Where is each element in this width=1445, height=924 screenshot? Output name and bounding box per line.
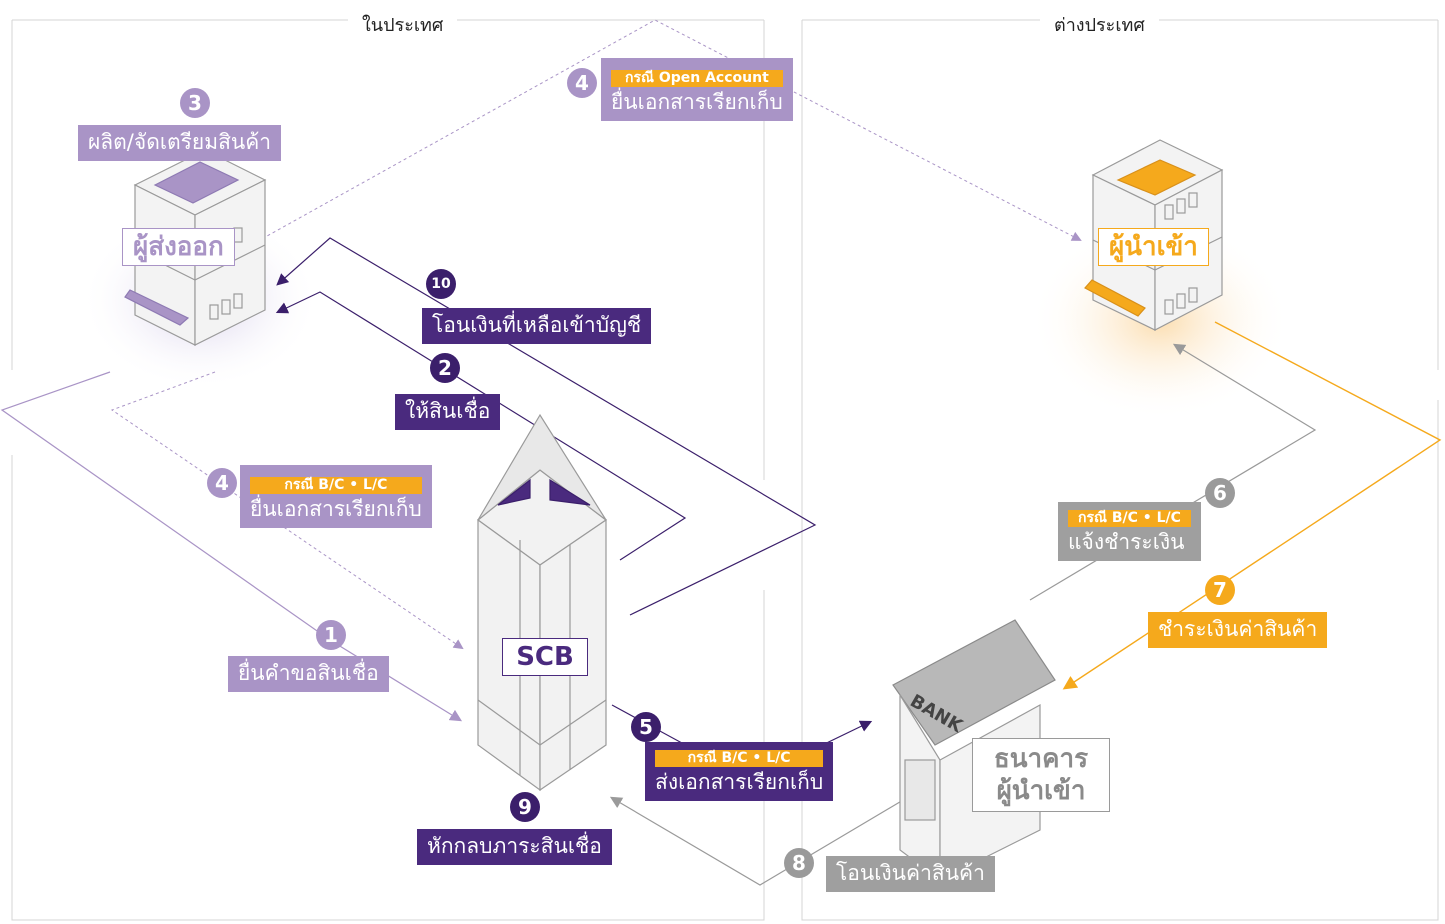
step3-number: 3 xyxy=(180,88,210,118)
step10-arrow xyxy=(276,237,817,616)
importer-bank-label-line2: ผู้นำเข้า xyxy=(996,776,1086,806)
step4-bc-tag: กรณี B/C • L/C xyxy=(250,477,422,494)
step7-arrow xyxy=(1062,321,1442,690)
step5-label: กรณี B/C • L/C ส่งเอกสารเรียกเก็บ xyxy=(645,742,834,801)
step3-label: ผลิต/จัดเตรียมสินค้า xyxy=(78,125,282,161)
step9-text: หักกลบภาระสินเชื่อ xyxy=(427,834,602,858)
step9-label: หักกลบภาระสินเชื่อ xyxy=(417,829,612,865)
step2-text: ให้สินเชื่อ xyxy=(405,399,491,423)
step6-tag: กรณี B/C • L/C xyxy=(1068,510,1191,527)
step1-number: 1 xyxy=(316,620,346,650)
step2-arrow xyxy=(275,291,687,561)
step9-number: 9 xyxy=(510,792,540,822)
step4-oa-text: ยื่นเอกสารเรียกเก็บ xyxy=(611,90,783,114)
step7-number: 7 xyxy=(1205,575,1235,605)
scb-label: SCB xyxy=(502,638,588,676)
step5-text: ส่งเอกสารเรียกเก็บ xyxy=(655,770,824,794)
step6-label: กรณี B/C • L/C แจ้งชำระเงิน xyxy=(1058,502,1201,561)
step3-text: ผลิต/จัดเตรียมสินค้า xyxy=(88,130,272,154)
step4-bc-text: ยื่นเอกสารเรียกเก็บ xyxy=(250,497,422,521)
importer-label: ผู้นำเข้า xyxy=(1098,228,1209,266)
step4-oa-label: กรณี Open Account ยื่นเอกสารเรียกเก็บ xyxy=(601,58,793,121)
step10-label: โอนเงินที่เหลือเข้าบัญชี xyxy=(422,308,652,344)
step8-text: โอนเงินค่าสินค้า xyxy=(836,861,985,885)
step4-oa-arrow xyxy=(214,19,1082,266)
overseas-region-frame xyxy=(801,20,1439,921)
importer-bank-label: ธนาคาร ผู้นำเข้า xyxy=(972,738,1110,812)
step5-number: 5 xyxy=(631,712,661,742)
step1-arrow xyxy=(0,371,463,722)
step8-number: 8 xyxy=(784,848,814,878)
region-title-domestic: ในประเทศ xyxy=(348,10,458,39)
step2-label: ให้สินเชื่อ xyxy=(395,394,501,430)
step4-bc-label: กรณี B/C • L/C ยื่นเอกสารเรียกเก็บ xyxy=(240,465,432,528)
step4-oa-number: 4 xyxy=(567,68,597,98)
step7-text: ชำระเงินค่าสินค้า xyxy=(1158,617,1318,641)
step5-tag: กรณี B/C • L/C xyxy=(655,750,824,767)
region-title-overseas: ต่างประเทศ xyxy=(1040,10,1159,39)
step8-label: โอนเงินค่าสินค้า xyxy=(826,856,995,892)
importer-bank-label-line1: ธนาคาร xyxy=(993,744,1089,774)
step4-bc-number: 4 xyxy=(207,468,237,498)
step6-number: 6 xyxy=(1205,478,1235,508)
step10-number: 10 xyxy=(426,269,456,299)
step7-label: ชำระเงินค่าสินค้า xyxy=(1148,612,1328,648)
step2-number: 2 xyxy=(430,353,460,383)
exporter-label: ผู้ส่งออก xyxy=(122,228,235,266)
step4-oa-tag: กรณี Open Account xyxy=(611,70,783,87)
step10-text: โอนเงินที่เหลือเข้าบัญชี xyxy=(432,313,642,337)
step6-text: แจ้งชำระเงิน xyxy=(1068,530,1185,554)
step8-arrow xyxy=(609,789,921,886)
step1-text: ยื่นคำขอสินเชื่อ xyxy=(238,661,379,685)
scb-tower-illustration xyxy=(477,413,608,792)
step1-label: ยื่นคำขอสินเชื่อ xyxy=(228,656,389,692)
